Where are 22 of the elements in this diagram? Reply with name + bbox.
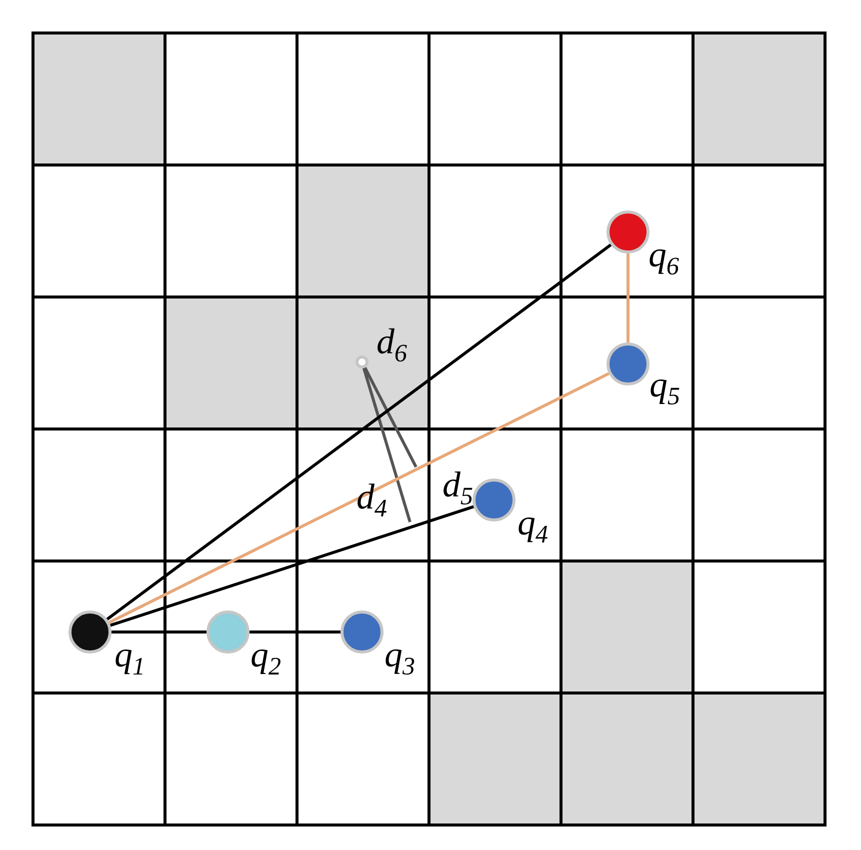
distance-label: d$_{4}$ xyxy=(358,484,386,516)
connector-line xyxy=(110,505,474,627)
point-marker xyxy=(340,610,384,654)
point-marker xyxy=(206,610,250,654)
point-label: q$_{2}$ xyxy=(252,650,280,674)
point-marker xyxy=(606,342,650,386)
connector-line xyxy=(112,630,206,634)
point-label: q$_{5}$ xyxy=(650,379,680,405)
connector-line xyxy=(626,254,630,342)
point-marker xyxy=(68,610,112,654)
point-label: d$_{6}$ xyxy=(378,328,407,362)
point-label: q$_{1}$ xyxy=(116,650,142,674)
point-label: q$_{3}$ xyxy=(386,649,414,675)
point-label: q$_{4}$ xyxy=(518,518,548,542)
point-label: q$_{6}$ xyxy=(650,249,679,275)
connector-line xyxy=(250,630,340,634)
connector-line xyxy=(108,372,610,624)
distance-label: d$_{5}$ xyxy=(444,472,472,505)
point-marker xyxy=(356,356,368,368)
point-marker xyxy=(472,478,516,522)
connector-line xyxy=(106,244,612,620)
point-marker xyxy=(606,210,650,254)
